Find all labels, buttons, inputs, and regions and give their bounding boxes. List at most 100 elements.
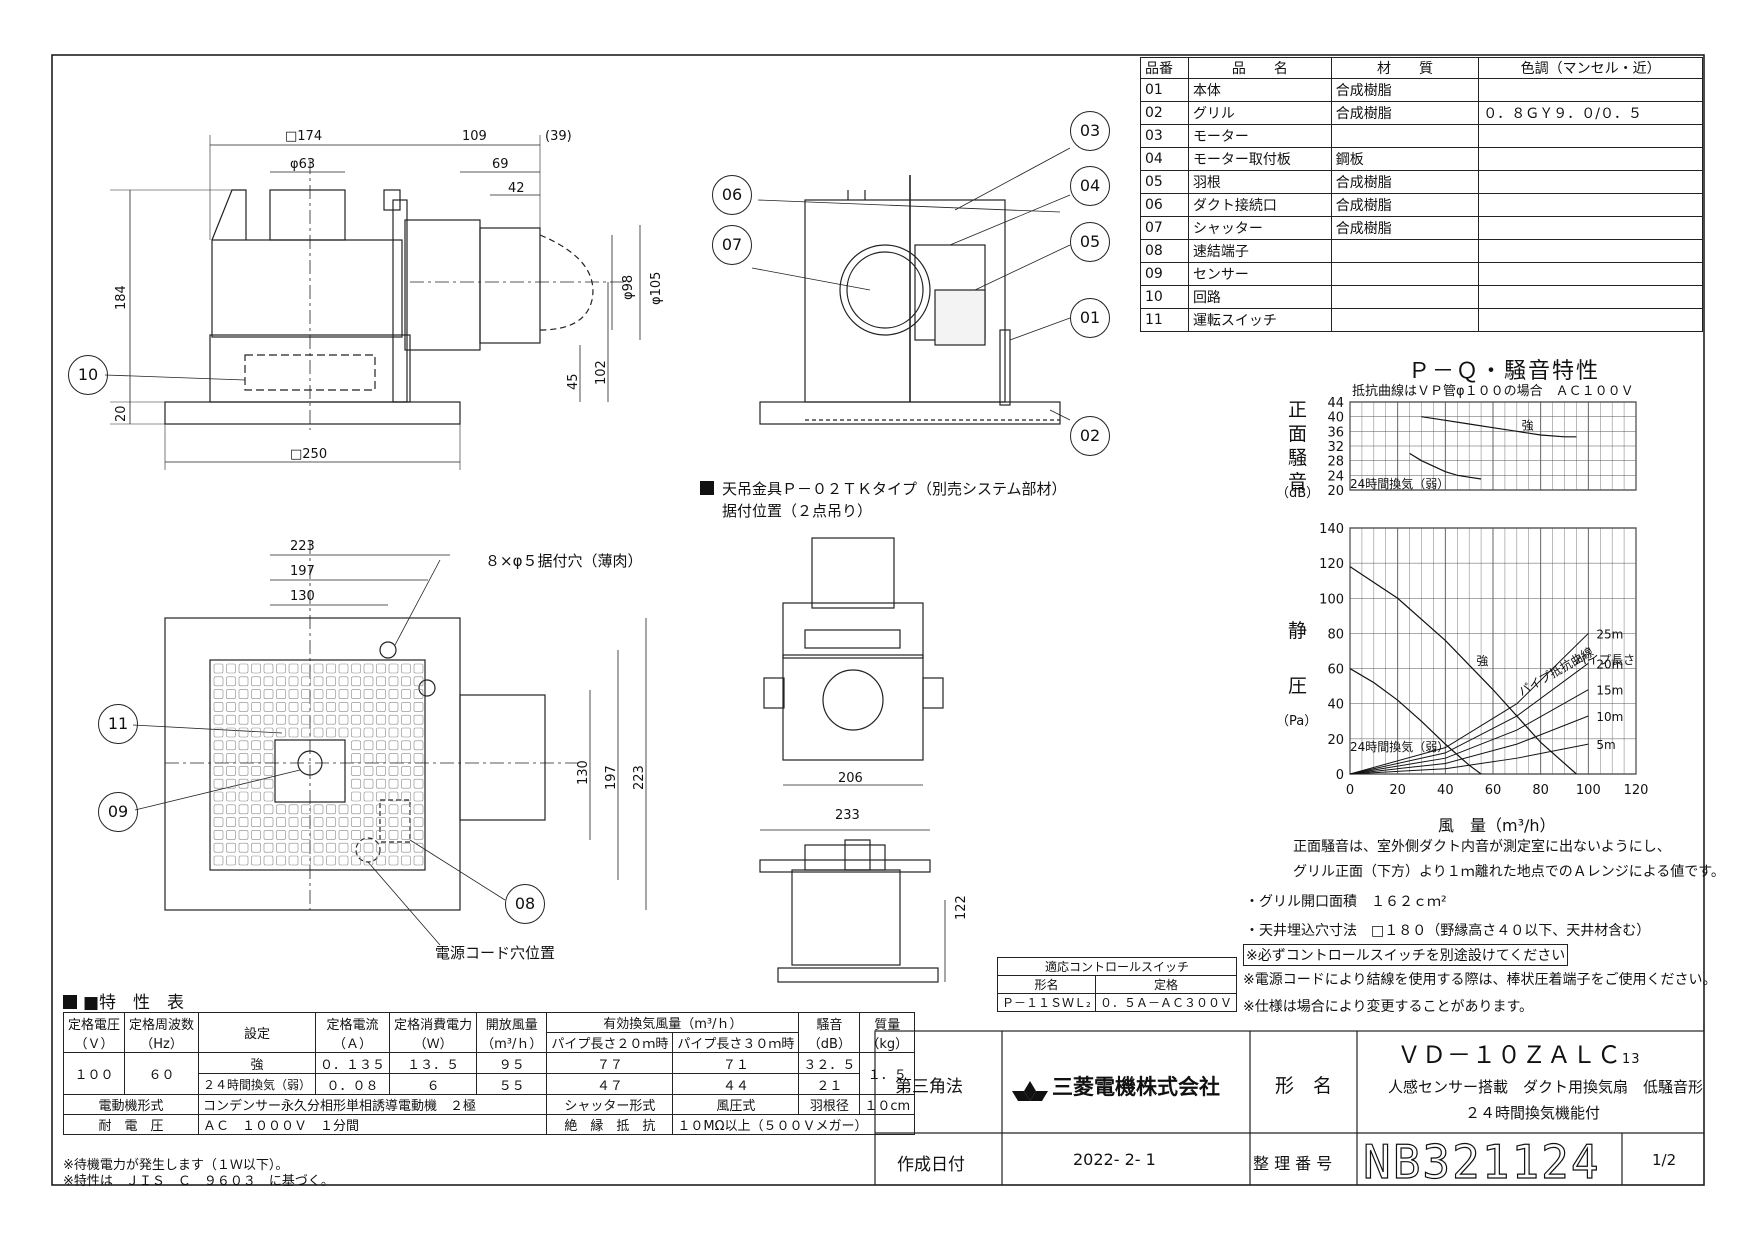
- parts-material: [1330, 285, 1480, 309]
- parts-name: 回路: [1187, 285, 1332, 309]
- grille-cell: [226, 778, 236, 789]
- dim-phi98: φ98: [621, 275, 636, 300]
- parts-material: [1330, 308, 1480, 332]
- parts-color: [1478, 285, 1703, 309]
- parts-no: 02: [1140, 101, 1189, 125]
- grille-cell: [301, 804, 311, 815]
- grille-cell: [376, 766, 386, 776]
- grille-cell: [376, 676, 386, 687]
- spec-insulation-label: 絶 縁 抵 抗: [546, 1114, 674, 1135]
- y-tick-label: 32: [1327, 440, 1344, 455]
- grille-cell: [388, 791, 399, 802]
- callout-02: 02: [1070, 416, 1110, 456]
- grille-cell: [351, 676, 361, 687]
- grille-cell: [251, 727, 261, 738]
- parts-material: 鋼板: [1330, 147, 1480, 171]
- dim-197: 197: [290, 564, 315, 579]
- x-tick-label: 60: [1485, 783, 1502, 798]
- parts-color: [1478, 239, 1703, 263]
- series-line: [1409, 452, 1482, 480]
- grille-cell: [226, 740, 236, 751]
- grille-cell: [363, 804, 374, 815]
- y-tick-label: 100: [1319, 592, 1344, 607]
- hanger-plan-view: [763, 537, 944, 786]
- grille-cell: [213, 676, 224, 687]
- spec-current: ０．０８: [315, 1073, 391, 1095]
- y-tick-label: 20: [1327, 733, 1344, 748]
- grille-cell: [363, 740, 374, 751]
- model-desc-2: ２４時間換気機能付: [1465, 1104, 1601, 1122]
- chart-note-6: ※電源コードにより結線を使用する際は、棒状圧着端子をご使用ください。: [1243, 972, 1717, 988]
- parts-color: [1478, 147, 1703, 171]
- model-number-sub: 13: [1622, 1052, 1641, 1067]
- spec-blade: １０cm: [859, 1094, 916, 1115]
- grille-cell: [388, 842, 399, 853]
- grille-cell: [363, 817, 374, 827]
- callout-09: 09: [98, 792, 138, 832]
- grille-cell: [326, 830, 336, 840]
- spec-h-pipe20: パイプ長さ２０ｍ時: [546, 1032, 674, 1053]
- spec-withstand-label: 耐 電 圧: [62, 1114, 200, 1135]
- y-tick-label: 20: [1327, 484, 1344, 499]
- grille-cell: [288, 663, 299, 674]
- grille-cell: [288, 804, 299, 815]
- company-name: 三菱電機株式会社: [1052, 1075, 1220, 1099]
- resistance-curve: [1349, 662, 1589, 775]
- grille-cell: [276, 830, 286, 840]
- grille-cell: [263, 727, 274, 738]
- grille-cell: [338, 727, 349, 738]
- grille-cell: [351, 702, 361, 712]
- spec-pipe30: ４４: [672, 1073, 800, 1095]
- grille-cell: [351, 766, 361, 776]
- control-switch-h1: 形名: [997, 975, 1096, 994]
- control-switch-title: 適応コントロールスイッチ: [997, 957, 1237, 976]
- x-tick-label: 100: [1576, 783, 1601, 798]
- grille-cell: [376, 804, 386, 815]
- chart-note-7: ※仕様は場合により変更することがあります。: [1243, 999, 1534, 1015]
- grille-cell: [288, 842, 299, 853]
- grille-cell: [276, 817, 286, 827]
- spec-power: １３．５: [389, 1052, 478, 1074]
- grille-cell: [238, 714, 249, 725]
- grille-cell: [263, 663, 274, 674]
- spec-h-effective-airflow: 有効換気風量（m³/ｈ）: [546, 1012, 800, 1033]
- grille-cell: [276, 855, 286, 866]
- spec-h-current: 定格電流（Ａ）: [315, 1012, 391, 1053]
- grille-cell: [413, 817, 424, 827]
- y-tick-label: 40: [1327, 698, 1344, 713]
- grille-cell: [413, 766, 424, 776]
- grille-cell: [376, 842, 386, 853]
- grille-cell: [301, 663, 311, 674]
- spec-current: ０．１３５: [315, 1052, 391, 1074]
- chart-note-2: グリル正面（下方）より１ｍ離れた地点でのＡレンジによる値です。: [1293, 864, 1725, 880]
- grille-cell: [326, 817, 336, 827]
- y-tick-label: 80: [1327, 627, 1344, 642]
- grille-cell: [251, 830, 261, 840]
- grille-cell: [263, 714, 274, 725]
- grille-cell: [238, 855, 249, 866]
- grille-cell: [388, 727, 399, 738]
- parts-no: 11: [1140, 308, 1189, 332]
- note-power-cord: 電源コード穴位置: [435, 944, 556, 962]
- parts-color: [1478, 170, 1703, 194]
- note-mounting-holes: ８×φ５据付穴（薄肉）: [485, 552, 643, 570]
- grille-cell: [401, 740, 411, 751]
- grille-cell: [363, 830, 374, 840]
- spec-open: ９５: [476, 1052, 548, 1074]
- grille-cell: [226, 855, 236, 866]
- spec-withstand: ＡＣ １０００Ｖ １分間: [198, 1114, 548, 1135]
- parts-no: 07: [1140, 216, 1189, 240]
- date-label: 作成日付: [897, 1155, 965, 1175]
- grille-cell: [313, 830, 324, 840]
- parts-color: [1478, 308, 1703, 332]
- series-label: 強: [1522, 419, 1534, 433]
- y-tick-label: 140: [1319, 522, 1344, 537]
- grille-cell: [251, 702, 261, 712]
- grille-cell: [238, 842, 249, 853]
- grille-cell: [351, 727, 361, 738]
- grille-cell: [313, 663, 324, 674]
- grille-cell: [351, 791, 361, 802]
- grille-cell: [413, 663, 424, 674]
